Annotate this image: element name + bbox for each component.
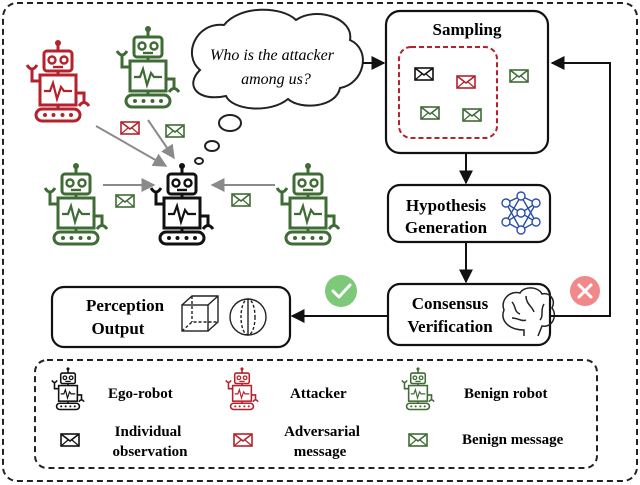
benign-message-icon — [115, 194, 135, 208]
check-icon — [325, 275, 357, 307]
legend-benign-robot-label: Benign robot — [464, 386, 548, 402]
bubble-dot — [204, 140, 220, 152]
legend-benign-message-label: Benign message — [462, 432, 564, 448]
legend-attacker-icon — [225, 366, 259, 411]
arrow-top-to-ego — [147, 119, 175, 160]
legend-benign-robot-icon — [401, 366, 435, 411]
cube-icon — [181, 295, 219, 332]
consensus-label-line2: Verification — [407, 317, 493, 336]
attacker-robot — [25, 38, 91, 123]
perception-label-line1: Perception — [86, 296, 165, 315]
ego-robot — [149, 161, 215, 246]
bubble-dot — [194, 157, 204, 165]
adversarial-message-icon — [120, 121, 140, 135]
legend-adversarial-line2: message — [294, 444, 347, 460]
individual-observation-icon — [414, 67, 434, 81]
benign-message-icon — [231, 193, 251, 207]
benign-message-icon — [165, 124, 185, 138]
benign-robot-right — [275, 161, 341, 246]
perception-box — [50, 285, 292, 349]
bubble-text-line2: among us? — [241, 71, 311, 88]
bubble-text-line1: Who is the attacker — [210, 47, 335, 64]
sampling-title: Sampling — [433, 20, 502, 39]
sampling-dashed-group — [398, 46, 498, 139]
benign-robot-left — [43, 161, 109, 246]
legend-benign-message-icon — [408, 433, 428, 447]
sphere-icon — [229, 298, 267, 336]
bubble-dot — [218, 114, 242, 132]
legend-individual-observation-icon — [60, 433, 80, 447]
hypothesis-label-line2: Generation — [405, 218, 488, 237]
consensus-label-line1: Consensus — [412, 294, 489, 313]
hypothesis-label-line1: Hypothesis — [406, 196, 487, 215]
adversarial-message-icon — [456, 75, 476, 89]
legend-individual-line1: Individual — [115, 424, 182, 440]
benign-message-icon — [509, 69, 529, 83]
legend-adversarial-line1: Adversarial — [284, 424, 360, 440]
hypothesis-box — [386, 183, 552, 244]
benign-robot-top — [115, 24, 181, 109]
legend-adversarial-message-icon — [233, 433, 253, 447]
benign-message-icon — [462, 108, 482, 122]
fail-loop-arrow — [550, 56, 611, 317]
consensus-box — [386, 282, 552, 347]
neural-network-icon — [501, 191, 541, 235]
brain-icon — [502, 287, 556, 337]
legend-ego-robot-icon — [51, 366, 85, 411]
arrow-attacker-to-ego — [95, 125, 168, 167]
legend-attacker-label: Attacker — [290, 386, 347, 402]
legend-individual-line2: observation — [113, 444, 189, 460]
perception-label-line2: Output — [92, 319, 145, 338]
legend-ego-robot-label: Ego-robot — [108, 386, 173, 402]
speech-bubble — [190, 8, 364, 110]
benign-message-icon — [420, 106, 440, 120]
